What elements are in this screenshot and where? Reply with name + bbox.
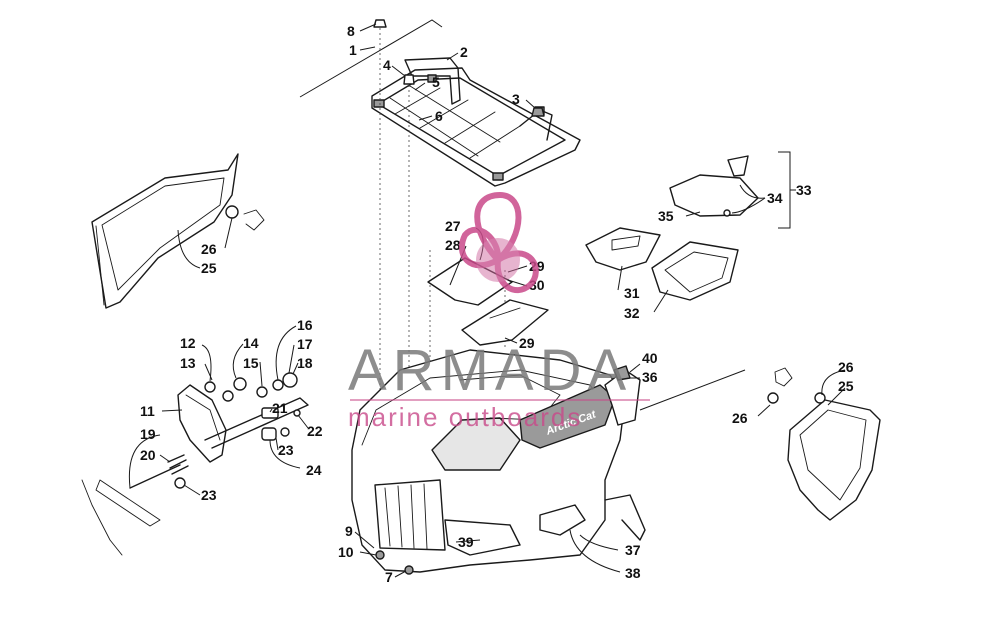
watermark: ARMADA marine outboards xyxy=(348,191,650,432)
callout-28: 28 xyxy=(445,237,461,253)
watermark-tagline: marine outboards xyxy=(348,402,582,432)
callout-8: 8 xyxy=(347,23,355,39)
callout-27: 27 xyxy=(445,218,461,234)
right-side-panel xyxy=(767,367,881,521)
callout-26-right-upper: 26 xyxy=(838,359,854,375)
callout-29-lower: 29 xyxy=(519,335,535,351)
callout-21: 21 xyxy=(272,400,288,416)
callout-15: 15 xyxy=(243,355,259,371)
callout-3: 3 xyxy=(512,91,520,107)
fastener-3 xyxy=(531,107,545,117)
callout-11: 11 xyxy=(140,403,155,419)
watermark-brand: ARMADA xyxy=(348,338,632,403)
callout-24: 24 xyxy=(306,462,322,478)
storage-box xyxy=(651,241,739,301)
left-side-panel xyxy=(91,153,265,309)
callout-1: 1 xyxy=(349,42,357,58)
callout-32: 32 xyxy=(624,305,640,321)
callout-22: 22 xyxy=(307,423,323,439)
callout-4: 4 xyxy=(383,57,391,73)
callout-5: 5 xyxy=(432,74,440,90)
storage-tray xyxy=(585,227,661,271)
callout-25-left: 25 xyxy=(201,260,217,276)
callout-23-upper: 23 xyxy=(278,442,294,458)
callout-25-right: 25 xyxy=(838,378,854,394)
callout-26-right-lower: 26 xyxy=(732,410,748,426)
callout-13: 13 xyxy=(180,355,196,371)
callout-37: 37 xyxy=(625,542,641,558)
callout-2: 2 xyxy=(460,44,468,60)
cargo-rack xyxy=(371,57,581,187)
callout-26-left: 26 xyxy=(201,241,217,257)
callout-35: 35 xyxy=(658,208,674,224)
callout-12: 12 xyxy=(180,335,196,351)
leader-lines xyxy=(128,23,846,578)
callout-17: 17 xyxy=(297,336,313,352)
callout-18: 18 xyxy=(297,355,313,371)
callout-19: 19 xyxy=(140,426,156,442)
console-cover xyxy=(427,257,549,346)
callout-20: 20 xyxy=(140,447,156,463)
callout-16: 16 xyxy=(297,317,313,333)
front-fascia: Arctic Cat xyxy=(351,349,646,575)
callout-14: 14 xyxy=(243,335,259,351)
callout-9: 9 xyxy=(345,523,353,539)
callout-33: 33 xyxy=(796,182,812,198)
storage-lid xyxy=(669,155,759,217)
callout-10: 10 xyxy=(338,544,354,560)
headlight-assembly xyxy=(81,372,309,556)
callout-31: 31 xyxy=(624,285,640,301)
assembly-bracket-1 xyxy=(299,19,443,98)
watermark-propeller-logo xyxy=(458,191,539,293)
callout-39: 39 xyxy=(458,534,474,550)
callout-38: 38 xyxy=(625,565,641,581)
callout-36: 36 xyxy=(642,369,658,385)
callout-34: 34 xyxy=(767,190,783,206)
callout-7: 7 xyxy=(385,569,393,585)
callout-40: 40 xyxy=(642,350,658,366)
callout-6: 6 xyxy=(435,108,443,124)
callout-23-lower: 23 xyxy=(201,487,217,503)
